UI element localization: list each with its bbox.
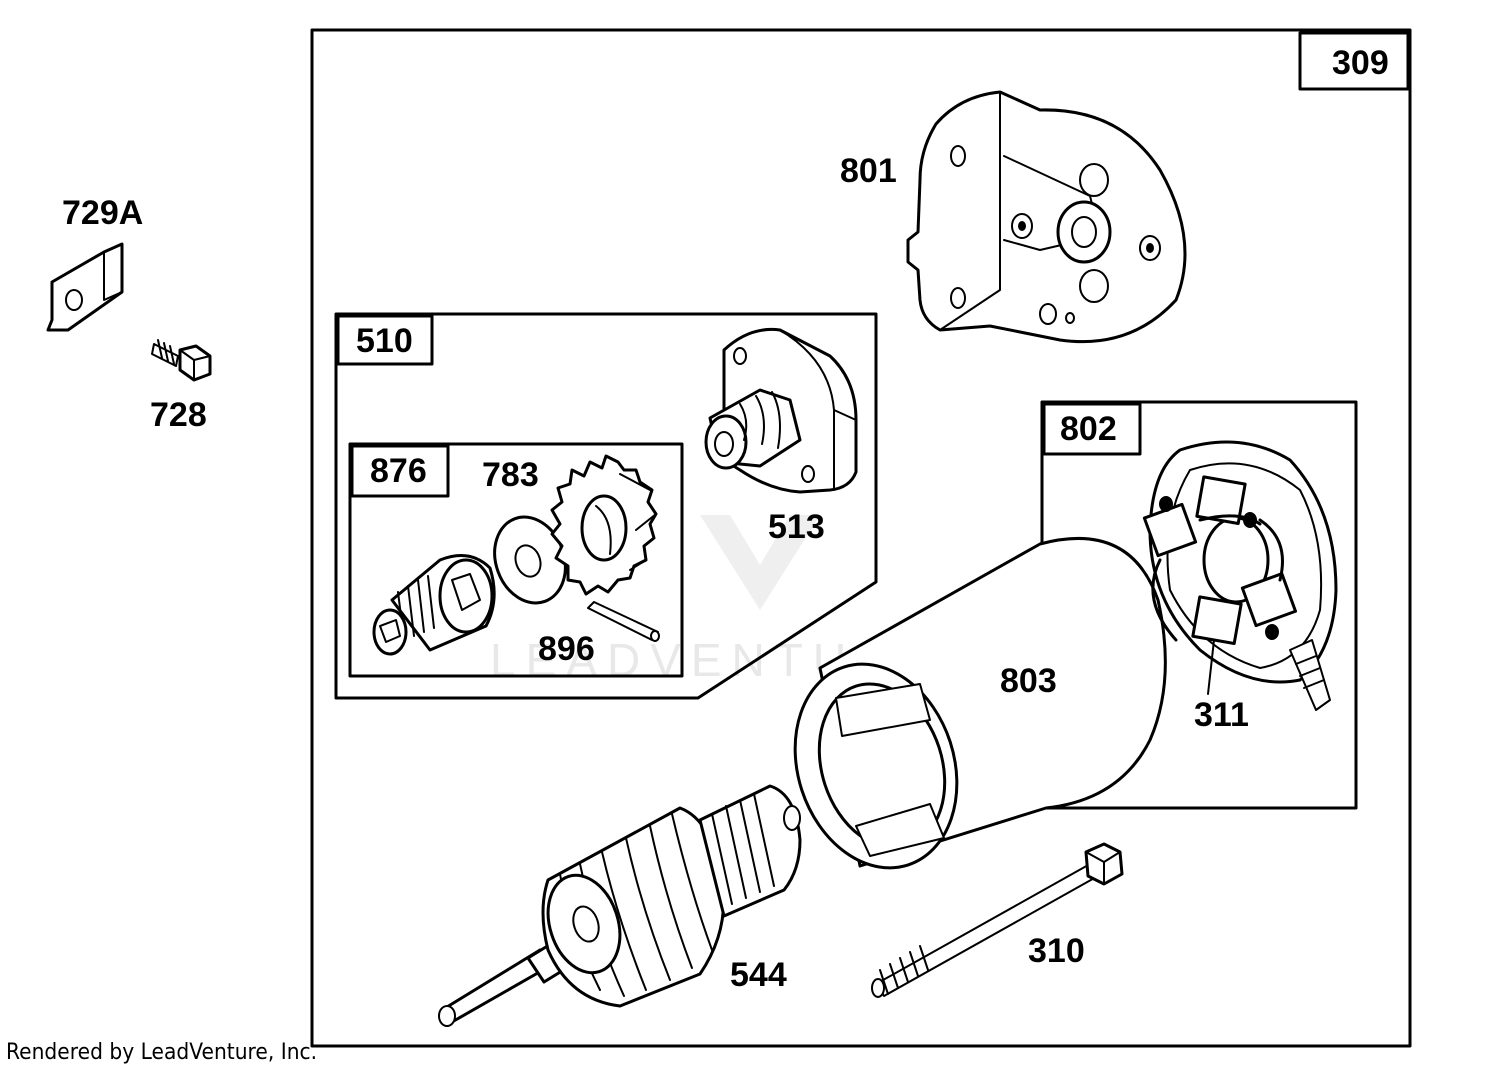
starter-assembly-frame: 309 xyxy=(310,28,1412,1048)
part-label-801: 801 xyxy=(840,152,897,190)
pinion-kit-box: 876 xyxy=(348,442,684,678)
part-876-pinion-clutch[interactable] xyxy=(372,554,496,656)
part-label-728: 728 xyxy=(150,396,207,434)
part-label-311: 311 xyxy=(1194,696,1249,734)
assembly-label-309: 309 xyxy=(1332,44,1389,82)
part-label-310: 310 xyxy=(1028,932,1085,970)
part-803-housing[interactable]: 803 xyxy=(770,536,1167,889)
part-label-513: 513 xyxy=(768,508,825,546)
part-label-803: 803 xyxy=(1000,662,1057,700)
part-311-brush-set[interactable]: 311 xyxy=(1142,440,1338,734)
part-label-544: 544 xyxy=(730,956,787,994)
part-513-drive-housing[interactable]: 513 xyxy=(704,327,858,546)
part-728-screw[interactable]: 728 xyxy=(150,339,212,434)
part-label-729a: 729A xyxy=(62,194,143,232)
part-label-783: 783 xyxy=(482,456,539,494)
part-783-pinion-gear[interactable]: 783 xyxy=(482,454,658,596)
part-310-thru-bolt[interactable]: 310 xyxy=(871,842,1124,998)
part-896-roll-pin[interactable]: 896 xyxy=(538,601,660,668)
footer-credit: Rendered by LeadVenture, Inc. xyxy=(6,1040,318,1065)
part-729a-bracket[interactable]: 729A xyxy=(46,194,143,332)
part-label-896: 896 xyxy=(538,630,595,668)
assembly-label-510: 510 xyxy=(356,322,413,360)
assembly-label-802: 802 xyxy=(1060,410,1117,448)
drive-kit-box: 510 xyxy=(334,312,878,700)
part-544-armature[interactable]: 544 xyxy=(438,784,802,1027)
part-801-drive-end-plate[interactable]: 801 xyxy=(840,90,1187,344)
assembly-label-876: 876 xyxy=(370,452,427,490)
